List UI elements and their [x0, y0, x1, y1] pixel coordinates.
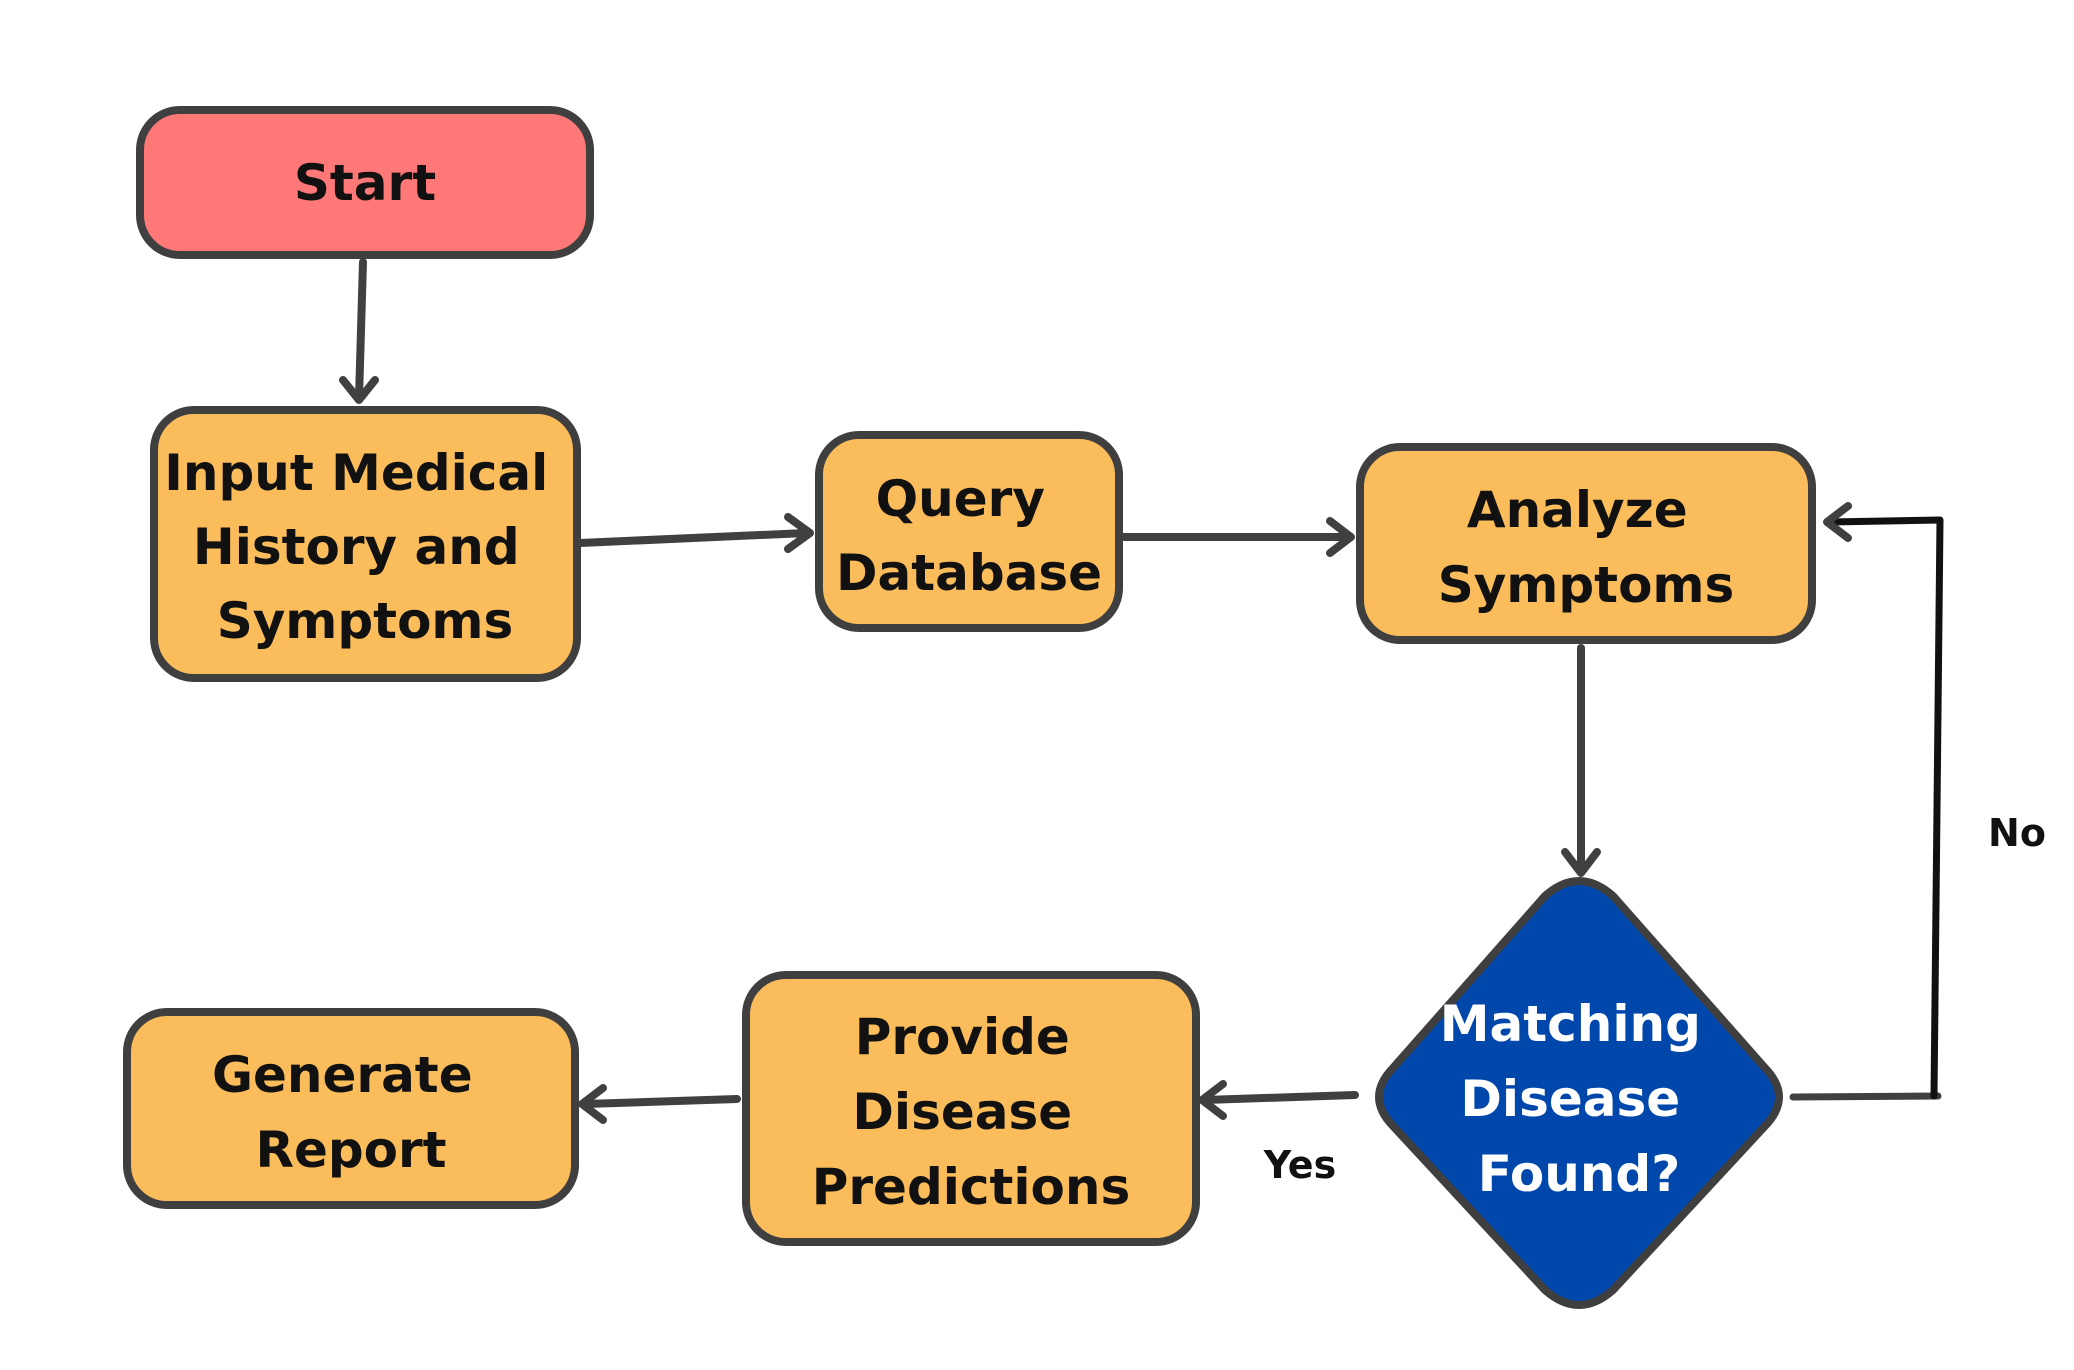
edge-input-to-query [576, 513, 814, 553]
edge-decision-to-predict [1198, 1080, 1359, 1120]
node-generate-report: Generate Report [123, 1008, 579, 1209]
input-label: Input Medical History and Symptoms [164, 444, 565, 650]
edge-predict-to-report [578, 1084, 741, 1124]
node-analyze-symptoms: Analyze Symptoms [1356, 443, 1816, 644]
report-label: Generate Report [212, 1046, 490, 1179]
edge-start-to-input [339, 258, 379, 404]
input-shape [150, 406, 581, 682]
predict-shape [742, 971, 1200, 1246]
query-label: Query Database [836, 470, 1102, 602]
analyze-label: Analyze Symptoms [1438, 481, 1735, 614]
edge-decision-to-analyze-no [1789, 502, 1944, 1101]
predict-label: Provide Disease Predictions [812, 1008, 1131, 1216]
decision-label: Matching Disease Found? [1440, 995, 1719, 1203]
yes-label: Yes [1263, 1143, 1336, 1187]
report-shape [123, 1008, 579, 1209]
node-input-medical-history: Input Medical History and Symptoms [150, 406, 581, 682]
edge-query-to-analyze [1114, 517, 1355, 557]
decision-shape [1375, 877, 1783, 1309]
no-label: No [1988, 811, 2046, 855]
node-decision-matching-disease: Matching Disease Found? [1375, 877, 1783, 1309]
edge-analyze-to-decision [1561, 644, 1601, 877]
analyze-shape [1356, 443, 1816, 644]
start-shape [136, 106, 594, 259]
node-query-database: Query Database [815, 431, 1123, 632]
start-label: Start [294, 154, 436, 212]
node-provide-predictions: Provide Disease Predictions [742, 971, 1200, 1246]
query-shape [815, 431, 1123, 632]
node-start: Start [136, 106, 594, 259]
